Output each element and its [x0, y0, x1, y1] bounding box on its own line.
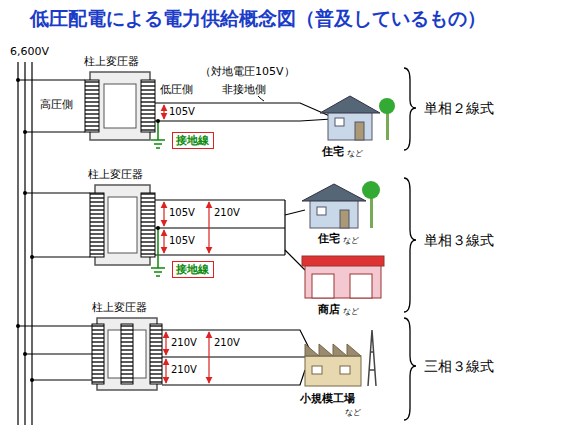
bracket-3 [404, 318, 416, 420]
label-text: など [343, 307, 359, 316]
node-text: 柱上変圧器 [88, 168, 143, 181]
bracket-2 [404, 178, 416, 312]
transformer-2 [90, 185, 155, 265]
node-text: 接地線 [176, 134, 209, 147]
label-text: 105V [169, 235, 195, 246]
label-text: など [343, 236, 359, 245]
building-label: 小規模工場 [300, 393, 355, 404]
label-text: 210V [214, 207, 240, 218]
wires-3 [18, 326, 310, 385]
house-1 [320, 96, 395, 140]
label-text: など [347, 149, 363, 158]
ground-2 [151, 226, 165, 276]
building-label: 住宅 [322, 146, 344, 157]
voltage-label: 210V [214, 208, 240, 218]
ground-wire-box: 接地線 [172, 261, 214, 278]
wires-1 [18, 80, 332, 132]
side-label: 高圧側 [40, 99, 73, 110]
voltage-label: 210V [171, 365, 197, 375]
label-text: 210V [171, 337, 197, 348]
voltage-label: 210V [171, 338, 197, 348]
title-text: 低圧配電による電力供給概念図（普及しているもの） [30, 7, 486, 29]
system-label: 単相２線式 [424, 101, 494, 115]
house-2 [302, 181, 380, 228]
label-text: 単相２線式 [424, 100, 494, 116]
side-label: 低圧側 [160, 84, 193, 95]
label-text: 商店 [318, 303, 340, 316]
label-text: 210V [171, 364, 197, 375]
node-text: 柱上変圧器 [84, 55, 139, 68]
hv-bus [18, 62, 32, 425]
label-text: 105V [169, 207, 195, 218]
label-text: など [345, 408, 361, 417]
transformer-1 [85, 72, 155, 140]
voltage-label: 105V [169, 236, 195, 246]
label-text: 6,600V [10, 45, 49, 58]
building-label: 商店 [318, 304, 340, 315]
transformer-3 [92, 318, 162, 390]
transformer-heading: 柱上変圧器 [84, 56, 140, 67]
label-text: 非接地側 [222, 83, 266, 96]
label-text: 住宅 [322, 145, 344, 158]
bracket-1 [404, 68, 416, 150]
ground-1 [151, 119, 165, 148]
label-text: 高圧側 [40, 98, 73, 111]
building-label: 住宅 [318, 233, 340, 244]
factory [305, 330, 376, 386]
diagram-title: 低圧配電による電力供給概念図（普及しているもの） [30, 9, 486, 28]
label-text: 小規模工場 [300, 392, 355, 405]
node-text: 接地線 [176, 263, 209, 276]
transformer-heading: 柱上変圧器 [88, 169, 144, 180]
etc-label: など [343, 308, 359, 316]
transformer-heading: 柱上変圧器 [92, 302, 148, 313]
ground-wire-box: 接地線 [172, 132, 214, 149]
voltage-label: 105V [169, 208, 195, 218]
wires-2 [25, 193, 305, 270]
voltage-label: 105V [169, 107, 195, 117]
label-text: 105V [169, 106, 195, 117]
label-text: 低圧側 [160, 83, 193, 96]
etc-label: など [343, 237, 359, 245]
shop [302, 256, 384, 298]
note-label: 非接地側 [222, 84, 266, 95]
system-label: 単相３線式 [424, 233, 494, 247]
label-text: （対地電圧105V） [200, 65, 295, 78]
node-text: 柱上変圧器 [92, 301, 147, 314]
system-label: 三相３線式 [424, 359, 494, 373]
label-text: 単相３線式 [424, 232, 494, 248]
label-text: 三相３線式 [424, 358, 494, 374]
voltage-label: 210V [214, 338, 240, 348]
label-text: 住宅 [318, 232, 340, 245]
label-text: 210V [214, 337, 240, 348]
note-label: （対地電圧105V） [200, 66, 295, 77]
etc-label: など [345, 409, 361, 417]
voltage-label: 6,600V [10, 46, 49, 57]
etc-label: など [347, 150, 363, 158]
